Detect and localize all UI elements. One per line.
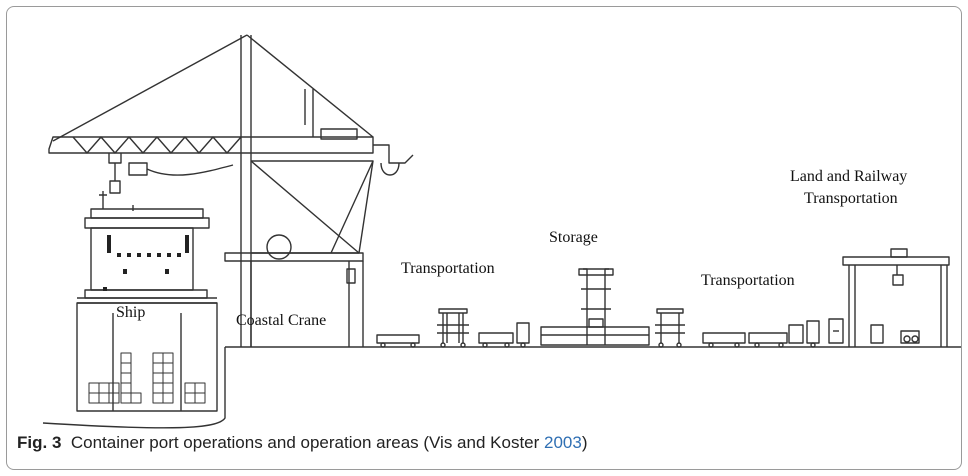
figure-frame: Ship Coastal Crane Transportation Storag…	[6, 6, 962, 470]
caption-fig-label: Fig. 3	[17, 433, 62, 452]
quay-wall	[42, 347, 226, 429]
coastal-crane	[48, 34, 414, 347]
caption-text: Container port operations and operation …	[70, 433, 545, 452]
caption-close: )	[581, 433, 588, 452]
cart-1	[376, 334, 420, 348]
straddle-carrier-1	[437, 308, 469, 348]
rail-gantry-crane	[842, 248, 950, 347]
figure-caption: Fig. 3 Container port operations and ope…	[17, 433, 588, 453]
storage-stacks	[540, 268, 650, 346]
caption-year-link[interactable]: 2003	[544, 433, 582, 452]
label-transportation-left: Transportation	[401, 260, 495, 277]
straddle-carrier-2	[655, 308, 685, 348]
label-ship: Ship	[116, 304, 146, 321]
truck-2	[702, 318, 844, 348]
label-coastal-crane: Coastal Crane	[236, 312, 327, 329]
label-land-railway-line2: Transportation	[804, 190, 898, 207]
port-diagram	[42, 34, 961, 429]
label-land-railway-line1: Land and Railway	[790, 168, 908, 185]
truck-1	[478, 322, 530, 348]
ship	[76, 191, 218, 412]
label-storage: Storage	[549, 229, 598, 246]
label-transportation-right: Transportation	[701, 272, 795, 289]
